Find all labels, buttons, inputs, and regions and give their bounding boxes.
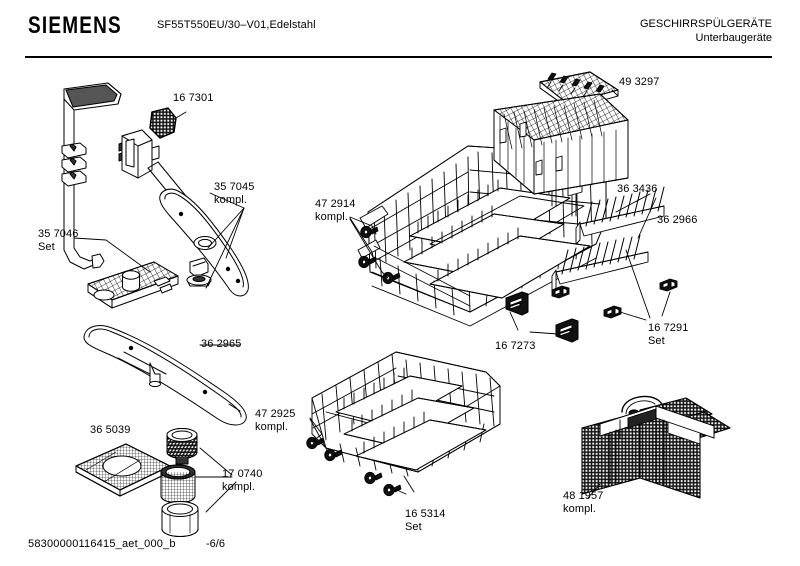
category-line-1: GESCHIRRSPÜLGERÄTE (639, 18, 772, 30)
callout-357046-number: 35 7046 (38, 228, 79, 240)
callout-472914: 47 2914 kompl. (315, 198, 355, 224)
callout-472914-number: 47 2914 (315, 198, 356, 210)
page-number-label: -6/6 (206, 538, 225, 550)
callout-167301: 16 7301 (173, 92, 213, 105)
callout-493297: 49 3297 (619, 76, 659, 89)
callout-363436: 36 3436 (617, 183, 657, 196)
callout-165314-number: 16 5314 (405, 508, 446, 520)
callout-357046: 35 7046 Set (38, 228, 78, 254)
part-363436-cup-rack (493, 93, 629, 195)
callout-365039: 36 5039 (90, 424, 130, 437)
appliance-category: GESCHIRRSPÜLGERÄTE Unterbaugeräte (640, 17, 772, 45)
callout-362966-number: 36 2966 (657, 214, 698, 226)
callout-365039-number: 36 5039 (90, 424, 131, 436)
callout-472914-suffix: kompl. (315, 211, 348, 223)
part-472925-lower-basket (306, 351, 501, 497)
callout-357046-suffix: Set (38, 241, 55, 253)
part-167291-tine-clips (551, 278, 678, 319)
callout-167273-number: 16 7273 (495, 340, 536, 352)
header-divider (25, 56, 772, 58)
callout-493297-number: 49 3297 (619, 76, 660, 88)
part-167273-basket-clips (505, 291, 579, 343)
callout-357045-number: 35 7045 (214, 181, 255, 193)
callout-170740-number: 17 0740 (222, 468, 263, 480)
part-167301-sieve (149, 107, 177, 139)
part-362966-folding-tines (551, 186, 665, 293)
model-code-label: SF55T550EU/30–V01,Edelstahl (157, 19, 316, 31)
callout-165314: 16 5314 Set (405, 508, 445, 534)
callout-167291-suffix: Set (648, 335, 665, 347)
document-id-label: 58300000116415_aet_000_b (28, 538, 176, 550)
part-481957-cutlery-basket (581, 395, 731, 499)
callout-481957: 48 1957 kompl. (563, 490, 603, 516)
callout-472925-suffix: kompl. (255, 421, 288, 433)
callout-167301-number: 16 7301 (173, 92, 214, 104)
part-472914-upper-basket (357, 145, 607, 327)
callout-167291: 16 7291 Set (648, 322, 688, 348)
callout-481957-number: 48 1957 (563, 490, 604, 502)
callout-357045-suffix: kompl. (214, 194, 247, 206)
part-357046-supply-pipe (61, 82, 179, 309)
part-493297-cup-shelf (539, 71, 619, 111)
callout-357045: 35 7045 kompl. (214, 181, 254, 207)
category-line-2: Unterbaugeräte (695, 32, 772, 44)
callout-362965-number: 36 2965 (201, 338, 242, 350)
part-170740-filter-set (160, 428, 199, 537)
callout-165314-suffix: Set (405, 521, 422, 533)
leader-lines (73, 89, 671, 513)
callout-362965: 36 2965 (201, 338, 241, 351)
callout-472925-number: 47 2925 (255, 408, 296, 420)
callout-472925: 47 2925 kompl. (255, 408, 295, 434)
part-365039-flat-filter (75, 443, 171, 497)
callout-481957-suffix: kompl. (563, 503, 596, 515)
callout-362966: 36 2966 (657, 214, 697, 227)
callout-363436-number: 36 3436 (617, 183, 658, 195)
callout-170740: 17 0740 kompl. (222, 468, 262, 494)
callout-167291-number: 16 7291 (648, 322, 689, 334)
callout-170740-suffix: kompl. (222, 481, 255, 493)
callout-167273: 16 7273 (495, 340, 535, 353)
siemens-logo: SIEMENS (28, 12, 122, 39)
